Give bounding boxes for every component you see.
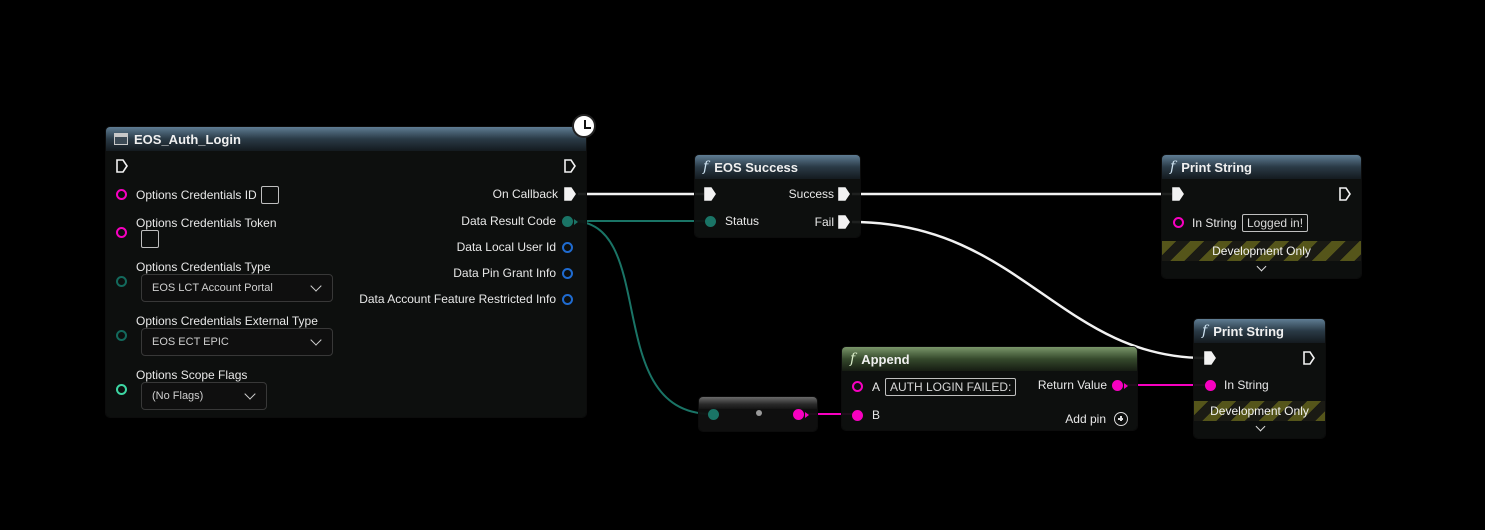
print-bottom-title: Print String: [1213, 323, 1284, 339]
function-icon: f: [1170, 159, 1176, 175]
pin-arrow-icon: [1124, 383, 1128, 389]
conversion-center-dot: [756, 410, 762, 416]
data-account-feature-label: Data Account Feature Restricted Info: [359, 292, 556, 306]
append-a-pin[interactable]: [852, 381, 863, 392]
function-icon: f: [703, 159, 709, 175]
print-bottom-in-string-pin[interactable]: [1205, 380, 1216, 391]
credentials-external-type-value: EOS ECT EPIC: [152, 336, 229, 348]
data-result-code-pin[interactable]: [562, 216, 573, 227]
print-bottom-exec-in-pin[interactable]: [1204, 351, 1216, 365]
data-local-user-id-label: Data Local User Id: [456, 240, 556, 254]
return-value-pin[interactable]: [1112, 380, 1123, 391]
data-result-code-label: Data Result Code: [461, 214, 556, 228]
expand-chevron-icon[interactable]: [1255, 421, 1266, 432]
credentials-external-type-dropdown[interactable]: EOS ECT EPIC: [141, 328, 333, 356]
on-callback-exec-pin[interactable]: [564, 187, 576, 201]
data-account-feature-pin[interactable]: [562, 294, 573, 305]
conversion-node[interactable]: [699, 397, 817, 431]
scope-flags-pin[interactable]: [116, 384, 127, 395]
credentials-type-value: EOS LCT Account Portal: [152, 282, 273, 294]
add-pin-icon[interactable]: [1114, 412, 1128, 426]
append-node[interactable]: f Append A AUTH LOGIN FAILED: B Return V…: [842, 347, 1137, 430]
print-string-bottom-node[interactable]: f Print String In String Development Onl…: [1194, 319, 1325, 438]
append-b-pin[interactable]: [852, 410, 863, 421]
event-node-icon: [114, 133, 128, 145]
print-top-exec-in-pin[interactable]: [1172, 187, 1184, 201]
print-bottom-header[interactable]: f Print String: [1194, 319, 1325, 343]
print-top-title: Print String: [1181, 159, 1252, 175]
conversion-in-pin[interactable]: [708, 409, 719, 420]
credentials-token-input[interactable]: [141, 230, 159, 248]
exec-out-pin[interactable]: [564, 159, 576, 173]
print-top-in-string-pin[interactable]: [1173, 217, 1184, 228]
append-a-label: A: [872, 380, 881, 394]
success-exec-out-pin[interactable]: [838, 187, 850, 201]
success-node-title: EOS Success: [714, 159, 799, 175]
fail-label: Fail: [814, 215, 834, 229]
print-string-top-node[interactable]: f Print String In String Logged in! Deve…: [1162, 155, 1361, 278]
status-label: Status: [725, 214, 760, 228]
credentials-id-input[interactable]: [261, 186, 279, 204]
eos-success-node[interactable]: f EOS Success Status Success Fail: [695, 155, 860, 237]
clock-icon: [572, 114, 596, 138]
print-top-exec-out-pin[interactable]: [1339, 187, 1351, 201]
scope-flags-label: Options Scope Flags: [136, 368, 248, 382]
return-value-label: Return Value: [1037, 378, 1107, 392]
credentials-type-label: Options Credentials Type: [136, 260, 271, 274]
scope-flags-dropdown[interactable]: (No Flags): [141, 382, 267, 410]
chevron-down-icon: [244, 388, 256, 400]
conversion-node-header: [699, 397, 817, 409]
function-icon: f: [850, 351, 856, 367]
print-top-in-string-input[interactable]: Logged in!: [1242, 214, 1309, 232]
auth-node-header[interactable]: EOS_Auth_Login: [106, 127, 586, 151]
development-only-strip: Development Only: [1194, 401, 1325, 421]
exec-wire-fail-to-print: [851, 220, 1206, 360]
pin-arrow-icon: [805, 412, 809, 418]
credentials-token-label: Options Credentials Token: [136, 216, 277, 230]
print-top-in-string-label: In String: [1192, 216, 1237, 230]
add-pin-label: Add pin: [1065, 412, 1106, 426]
exec-in-pin[interactable]: [116, 159, 128, 173]
append-node-header[interactable]: f Append: [842, 347, 1137, 371]
fail-exec-out-pin[interactable]: [838, 215, 850, 229]
chevron-down-icon: [310, 334, 322, 346]
success-node-header[interactable]: f EOS Success: [695, 155, 860, 179]
eos-auth-login-node[interactable]: EOS_Auth_Login Options Credentials ID Op…: [106, 127, 586, 417]
data-wire-resultcode-to-convert: [571, 220, 713, 415]
credentials-type-dropdown[interactable]: EOS LCT Account Portal: [141, 274, 333, 302]
credentials-token-pin[interactable]: [116, 227, 127, 238]
print-bottom-in-string-label: In String: [1224, 378, 1269, 392]
development-only-strip: Development Only: [1162, 241, 1361, 261]
data-pin-grant-info-label: Data Pin Grant Info: [453, 266, 556, 280]
print-bottom-exec-out-pin[interactable]: [1303, 351, 1315, 365]
append-b-label: B: [872, 408, 881, 422]
scope-flags-value: (No Flags): [152, 390, 204, 402]
conversion-out-pin[interactable]: [793, 409, 804, 420]
append-node-title: Append: [861, 351, 910, 367]
function-icon: f: [1202, 323, 1208, 339]
on-callback-label: On Callback: [492, 187, 558, 201]
credentials-id-pin[interactable]: [116, 189, 127, 200]
credentials-type-pin[interactable]: [116, 276, 127, 287]
credentials-external-type-label: Options Credentials External Type: [136, 314, 318, 328]
success-label: Success: [788, 187, 834, 201]
print-top-header[interactable]: f Print String: [1162, 155, 1361, 179]
auth-node-title: EOS_Auth_Login: [134, 131, 241, 147]
append-a-input[interactable]: AUTH LOGIN FAILED:: [885, 378, 1017, 396]
chevron-down-icon: [310, 280, 322, 292]
credentials-id-label: Options Credentials ID: [136, 188, 257, 202]
credentials-external-type-pin[interactable]: [116, 330, 127, 341]
status-pin[interactable]: [705, 216, 716, 227]
expand-chevron-icon[interactable]: [1256, 261, 1267, 272]
data-pin-grant-info-pin[interactable]: [562, 268, 573, 279]
success-exec-in-pin[interactable]: [704, 187, 716, 201]
pin-arrow-icon: [574, 219, 578, 225]
data-local-user-id-pin[interactable]: [562, 242, 573, 253]
